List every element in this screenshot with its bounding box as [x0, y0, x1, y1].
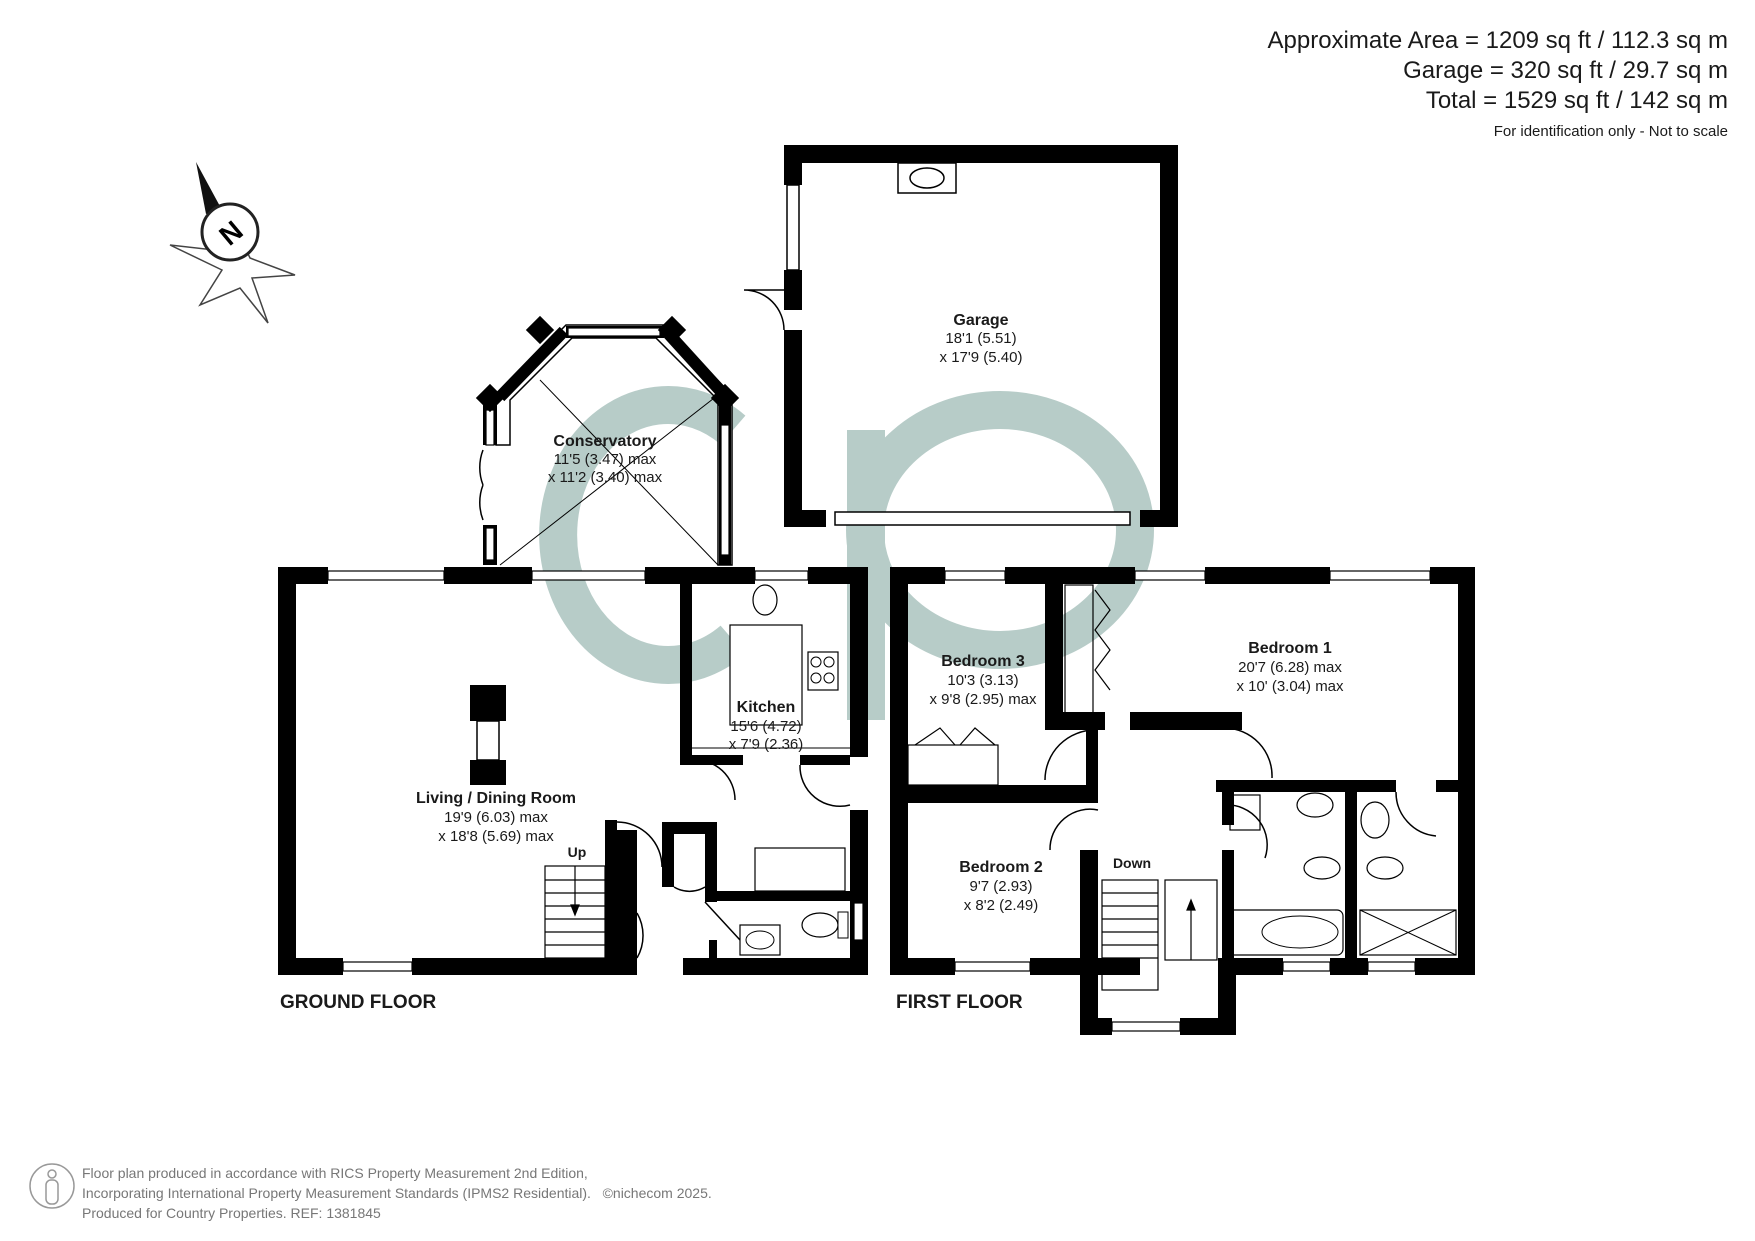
svg-text:x 9'8 (2.95) max: x 9'8 (2.95) max — [929, 691, 1037, 708]
room-label-bedroom-3: Bedroom 3 10'3 (3.13) x 9'8 (2.95) max — [929, 653, 1037, 708]
room-label-living-dining: Living / Dining Room 19'9 (6.03) max x 1… — [416, 790, 576, 845]
svg-text:x 8'2 (2.49): x 8'2 (2.49) — [964, 897, 1039, 914]
svg-text:11'5 (3.47) max: 11'5 (3.47) max — [554, 451, 657, 468]
svg-text:Bedroom 2: Bedroom 2 — [959, 859, 1043, 876]
svg-text:20'7 (6.28) max: 20'7 (6.28) max — [1238, 659, 1342, 676]
svg-text:x 18'8 (5.69) max: x 18'8 (5.69) max — [438, 828, 554, 845]
ground-floor-label: GROUND FLOOR — [280, 992, 437, 1013]
svg-text:Bedroom 3: Bedroom 3 — [941, 653, 1025, 670]
compass-icon: N — [169, 162, 296, 324]
stairs-down — [1101, 879, 1218, 991]
hob-icon — [807, 651, 839, 691]
first-floor-walls — [890, 567, 1475, 1035]
room-label-kitchen: Kitchen 15'6 (4.72) x 7'9 (2.36) — [729, 699, 804, 753]
person-icon — [29, 1163, 75, 1209]
svg-text:x 7'9 (2.36): x 7'9 (2.36) — [729, 736, 804, 753]
approximate-area-text: Approximate Area = 1209 sq ft / 112.3 sq… — [1267, 27, 1729, 54]
svg-text:Living / Dining Room: Living / Dining Room — [416, 790, 576, 807]
kitchen-sink-icon — [752, 584, 778, 616]
footer-text: Floor plan produced in accordance with R… — [82, 1163, 712, 1223]
room-label-bedroom-2: Bedroom 2 9'7 (2.93) x 8'2 (2.49) — [959, 859, 1043, 914]
ground-floor-walls — [278, 567, 868, 975]
room-label-bedroom-1: Bedroom 1 20'7 (6.28) max x 10' (3.04) m… — [1236, 640, 1344, 695]
svg-text:Kitchen: Kitchen — [737, 699, 796, 716]
ensuite-wc-icon — [1366, 856, 1404, 880]
first-floor-label: FIRST FLOOR — [896, 992, 1023, 1013]
footer-copyright: ©nichecom 2025. — [602, 1185, 712, 1201]
svg-text:19'9 (6.03) max: 19'9 (6.03) max — [444, 809, 548, 826]
svg-text:x 11'2 (3.40) max: x 11'2 (3.40) max — [548, 469, 663, 486]
stairs-down-label: Down — [1113, 855, 1151, 871]
svg-text:15'6 (4.72): 15'6 (4.72) — [730, 718, 801, 735]
svg-text:18'1 (5.51): 18'1 (5.51) — [945, 330, 1016, 347]
cloakroom-wc-icon — [801, 912, 839, 938]
ensuite-basin-icon — [1360, 801, 1390, 839]
footer-line-3: Produced for Country Properties. REF: 13… — [82, 1205, 381, 1221]
cloakroom-basin-icon — [739, 924, 781, 956]
stairs-up — [544, 865, 606, 959]
svg-text:9'7 (2.93): 9'7 (2.93) — [970, 878, 1033, 895]
svg-text:Conservatory: Conservatory — [553, 433, 656, 450]
garage-walls — [784, 145, 1178, 527]
footer-line-2: Incorporating International Property Mea… — [82, 1185, 712, 1201]
garage-area-text: Garage = 320 sq ft / 29.7 sq m — [1403, 57, 1728, 84]
total-area-text: Total = 1529 sq ft / 142 sq m — [1425, 87, 1728, 114]
svg-text:10'3 (3.13): 10'3 (3.13) — [947, 672, 1018, 689]
garage-door — [834, 511, 1131, 526]
bathroom-basin-icon — [1296, 792, 1334, 818]
svg-text:Garage: Garage — [953, 312, 1008, 329]
shower-icon — [1359, 909, 1457, 956]
room-label-garage: Garage 18'1 (5.51) x 17'9 (5.40) — [940, 312, 1023, 366]
fireplace-icon — [476, 720, 500, 761]
footer-line-1: Floor plan produced in accordance with R… — [82, 1165, 588, 1181]
disclaimer-text: For identification only - Not to scale — [1493, 123, 1728, 140]
svg-text:Bedroom 1: Bedroom 1 — [1248, 640, 1332, 657]
bathroom-wc-icon — [1303, 856, 1341, 880]
room-label-conservatory: Conservatory 11'5 (3.47) max x 11'2 (3.4… — [548, 433, 663, 486]
svg-text:x 10' (3.04) max: x 10' (3.04) max — [1236, 678, 1344, 695]
bath-icon — [1227, 909, 1344, 956]
stairs-up-label: Up — [568, 844, 587, 860]
svg-text:x 17'9 (5.40): x 17'9 (5.40) — [940, 349, 1023, 366]
